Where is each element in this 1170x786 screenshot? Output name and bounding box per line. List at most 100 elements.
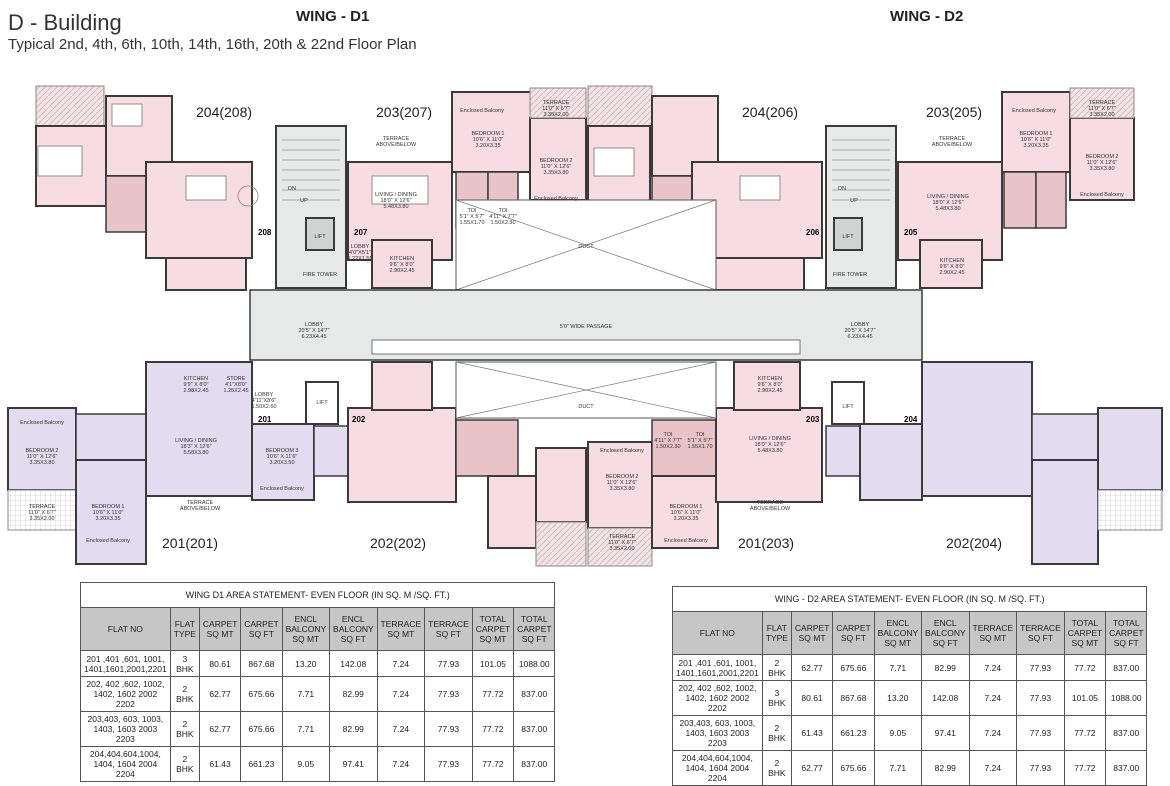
label-encl-balcony2-207: Enclosed Balcony: [534, 196, 578, 202]
table-cell: 82.99: [921, 654, 970, 681]
label-bedroom1-dim1-203: 10'6" X 11'0": [671, 510, 702, 516]
table-d1-header: TOTAL CARPET SQ FT: [513, 607, 556, 651]
table-cell: 1088.00: [513, 650, 556, 677]
table-d1-header: TERRACE SQ FT: [424, 607, 473, 651]
table-cell: 661.23: [240, 746, 283, 782]
table-cell: 77.93: [424, 676, 473, 712]
label-toi-207: TOI: [467, 208, 477, 214]
label-bedroom2-dim2-203: 3.35X3.80: [609, 486, 634, 492]
unit-tag-204: 204: [904, 415, 918, 424]
label-bedroom2-dim2-201: 3.35X3.80: [29, 460, 54, 466]
wing-d1-title: WING - D1: [296, 8, 370, 25]
label-toi-dim2-207: 1.55X1.70: [459, 220, 484, 226]
label-kitchen-201: KITCHEN: [184, 376, 208, 382]
table-cell: 2 BHK: [169, 676, 200, 712]
label-bedroom1-dim2-201: 3.20X3.35: [95, 516, 120, 522]
table-cell: 77.93: [424, 746, 473, 782]
label-lift-d2: LIFT: [842, 234, 854, 240]
unit-tag-205: 205: [904, 228, 918, 237]
table-cell: 837.00: [513, 746, 556, 782]
label-toi-dim1-203: 4'11" X 7'7": [654, 438, 682, 444]
label-kitchen-dim1-203: 9'6" X 8'0": [758, 382, 783, 388]
table-d1-header: ENCL BALCONY SQ FT: [329, 607, 378, 651]
table-cell: 1088.00: [1105, 680, 1148, 716]
table-d2-header-row: FLAT NO FLAT TYPE CARPET SQ MT CARPET SQ…: [672, 611, 1148, 655]
table-cell: 82.99: [921, 750, 970, 786]
label-living-201: LIVING / DINING: [175, 438, 217, 444]
label-kitchen-dim1-205: 9'6" X 8'0": [940, 264, 965, 270]
label-terrace-above2-201: ABOVE/BELOW: [180, 506, 221, 512]
label-toi-dim2-203: 1.50X2.30: [655, 444, 680, 450]
label-lobby-s-dim1-207: 4'0"X5'1": [349, 250, 371, 256]
label-lobby-d1: LOBBY: [305, 322, 324, 328]
label-bedroom2-dim2-207: 3.35X3.80: [543, 170, 568, 176]
unit-tag-207: 207: [354, 228, 368, 237]
table-row: 202, 402 ,602, 1002, 1402, 1602 2002 220…: [672, 680, 1148, 716]
label-kitchen-dim2-203: 2.90X2.45: [757, 388, 782, 394]
table-cell: 202, 402 ,602, 1002, 1402, 1602 2002 220…: [80, 676, 171, 712]
label-dn-d2: DN: [838, 186, 846, 192]
label-encl-balcony2-203: Enclosed Balcony: [664, 538, 708, 544]
flat-label-201-201: 201(201): [162, 535, 218, 551]
table-d2-header: TOTAL CARPET SQ MT: [1063, 611, 1107, 655]
label-encl-balcony-205: Enclosed Balcony: [1012, 108, 1056, 114]
table-d1-header: FLAT NO: [80, 607, 171, 651]
lift-bottom-d1: [305, 381, 339, 425]
table-cell: 675.66: [832, 750, 875, 786]
table-d1-header: CARPET SQ FT: [240, 607, 283, 651]
label-fire-tower-d1: FIRE TOWER: [303, 272, 337, 278]
wide-passage: [371, 339, 801, 355]
flat-label-203-205: 203(205): [926, 104, 982, 120]
label-dn-d1: DN: [288, 186, 296, 192]
table-cell: 837.00: [1105, 654, 1148, 681]
table-cell: 13.20: [873, 680, 923, 716]
duct-top: [455, 199, 717, 291]
table-d1-header: TERRACE SQ MT: [376, 607, 426, 651]
label-store-201: STORE: [227, 376, 246, 382]
table-cell: 867.68: [832, 680, 875, 716]
table-cell: 3 BHK: [169, 650, 200, 677]
table-cell: 7.24: [968, 750, 1018, 786]
flat-201-201: [7, 361, 349, 565]
table-row: 203,403, 603, 1003, 1403, 1603 2003 2203…: [80, 711, 556, 747]
table-cell: 867.68: [240, 650, 283, 677]
unit-tag-208: 208: [258, 228, 272, 237]
label-terrace-dim2-201: 3.35X2.00: [29, 516, 54, 522]
table-cell: 82.99: [329, 676, 378, 712]
core-d2: [825, 125, 897, 289]
flat-label-202-204: 202(204): [946, 535, 1002, 551]
label-kitchen-dim2-207: 2.90X2.45: [389, 268, 414, 274]
unit-tag-206: 206: [806, 228, 820, 237]
label-kitchen-207: KITCHEN: [390, 256, 414, 262]
label-toi2-dim2-207: 1.50X2.30: [490, 220, 515, 226]
label-living-205: LIVING / DINING: [927, 194, 969, 200]
label-terrace-201: TERRACE: [29, 504, 56, 510]
table-cell: 201 ,401 ,601, 1001, 1401,1601,2001,2201: [80, 650, 171, 677]
area-table-d1: WING D1 AREA STATEMENT- EVEN FLOOR (IN S…: [79, 582, 556, 782]
label-terrace-above2-205: ABOVE/BELOW: [932, 142, 973, 148]
label-bedroom2-207: BEDROOM 2: [539, 158, 572, 164]
wing-d2-title: WING - D2: [890, 8, 964, 25]
label-living-207: LIVING / DINING: [375, 192, 417, 198]
table-cell: 7.24: [968, 680, 1018, 716]
label-terrace-dim2-203: 3.35X2.00: [609, 546, 634, 552]
label-kitchen-dim1-207: 9'6" X 8'0": [390, 262, 415, 268]
table-cell: 101.05: [1063, 680, 1107, 716]
flat-label-201-203: 201(203): [738, 535, 794, 551]
label-lobby-d2-dim2: 6.23X4.45: [847, 334, 872, 340]
table-cell: 7.24: [376, 711, 426, 747]
table-cell: 203,403, 603, 1003, 1403, 1603 2003 2203: [672, 715, 763, 751]
table-cell: 142.08: [921, 680, 970, 716]
table-cell: 142.08: [329, 650, 378, 677]
table-cell: 77.72: [471, 676, 515, 712]
lift-bottom-d2: [831, 381, 865, 425]
table-row: 204,404,604,1004, 1404, 1604 2004 2204 2…: [672, 750, 1148, 786]
label-living-dim1-207: 18'0" X 12'6": [380, 198, 411, 204]
table-cell: 62.77: [198, 711, 242, 747]
table-cell: 675.66: [240, 676, 283, 712]
label-store-dim2-201: 1.25X2.45: [223, 388, 248, 394]
label-bedroom2-dim1-201: 11'0" X 12'6": [27, 454, 58, 460]
label-lobby-d2-dim1: 20'5" X 14'7": [844, 328, 875, 334]
table-cell: 7.71: [281, 676, 331, 712]
table-cell: 82.99: [329, 711, 378, 747]
